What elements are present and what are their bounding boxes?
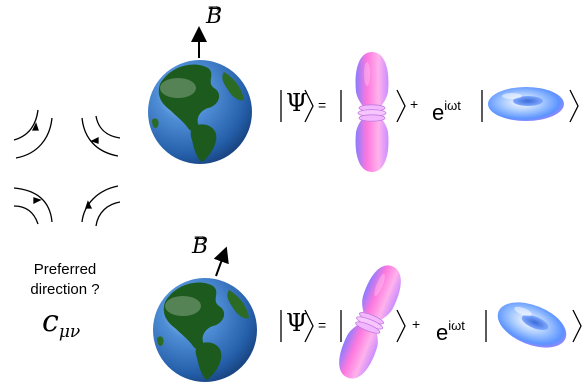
dumbbell-orbital-icon (331, 259, 409, 385)
ket-psi-bracket (280, 309, 314, 343)
magnetic-field-label: → B (206, 1, 223, 29)
ket-right-bracket (396, 89, 406, 123)
ket-right-bracket (572, 309, 582, 343)
field-arrow-icon (213, 246, 229, 277)
earth-icon (153, 278, 257, 382)
plus-sign: + (412, 316, 421, 332)
dumbbell-orbital-icon (355, 51, 389, 173)
earth-icon (148, 60, 252, 164)
state-psi: Ψ (286, 309, 308, 337)
ket-right-bracket (569, 89, 579, 123)
lorentz-coefficient: cμν (42, 304, 81, 343)
field-lines-icon (13, 109, 121, 227)
ket-right-bracket (396, 309, 406, 343)
torus-orbital-icon (488, 87, 564, 121)
state-psi: Ψ (286, 89, 308, 117)
preferred-direction-label: Preferred direction ? (30, 261, 100, 298)
torus-orbital-icon (491, 293, 573, 357)
phase-factor: eiωt (432, 98, 461, 125)
magnetic-field-label: → B (192, 231, 209, 259)
phase-factor: eiωt (436, 318, 465, 345)
plus-sign: + (410, 96, 419, 112)
equals-sign: = (318, 97, 327, 113)
ket-psi-bracket (280, 89, 314, 123)
equals-sign: = (318, 317, 327, 333)
